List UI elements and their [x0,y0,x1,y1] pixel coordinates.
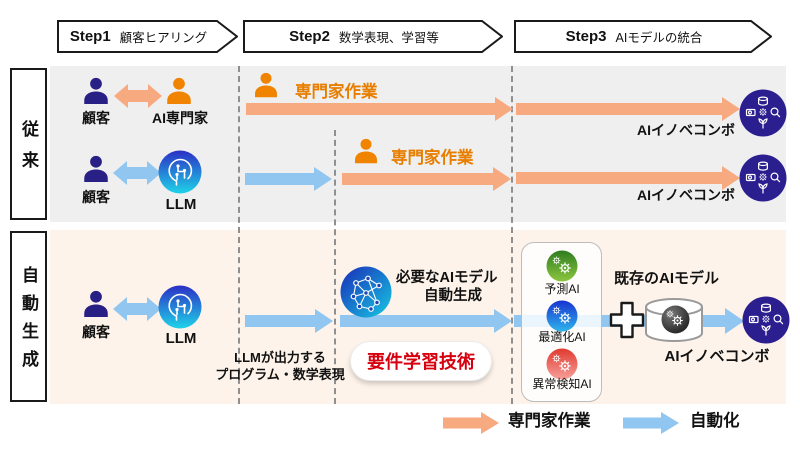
expert-work-arrow [516,166,740,190]
ai-expert-person-icon [164,77,194,107]
requirement-learning-label: 要件学習技術 [367,352,475,372]
automation-arrow [245,309,333,333]
chevron-shape [57,20,239,53]
ai-expert-label: AI専門家 [152,110,208,126]
ai-combo-icon [742,296,790,344]
step2-name: Step2 [289,28,330,45]
bidirectional-arrow-icon [113,161,161,185]
plus-icon [609,301,645,339]
ai-combo-icon [739,89,787,137]
customer-person-icon [81,290,111,320]
step2-chevron: Step2 数学表現、学習等 [243,20,504,53]
step3-name: Step3 [565,28,607,45]
step3-label: AIモデルの統合 [615,31,703,45]
auto-row-label: 自動生成 [10,231,47,402]
customer-label: 顧客 [82,324,110,340]
automation-arrow [245,167,332,191]
chevron-shape [514,20,773,53]
legend-expert-label: 専門家作業 [508,412,591,430]
prediction-ai-label: 予測AI [544,282,580,296]
conventional-section-bg [50,66,786,222]
customer-person-icon [81,77,111,107]
customer-person-icon [81,155,111,185]
llm-output-label-2: プログラム・数学表現 [215,367,345,382]
expert-person-icon [352,138,380,166]
step1-label: 顧客ヒアリング [119,31,208,45]
customer-label: 顧客 [82,110,110,126]
expert-work-label: 専門家作業 [391,149,474,167]
model-generation-label-1: 必要なAIモデル [396,270,498,286]
ai-combo-label: AIイノベコンボ [637,187,735,203]
automation-arrow [340,309,512,333]
conventional-row-label: 従来 [10,68,47,220]
step1-step2-divider [238,66,240,404]
llm-icon [158,285,202,329]
expert-work-arrow [342,167,511,191]
step3-chevron: Step3 AIモデルの統合 [514,20,773,53]
prediction-ai-icon [546,250,578,282]
expert-work-arrow [246,97,513,121]
expert-work-label: 専門家作業 [295,83,378,101]
legend-expert-arrow [443,412,499,434]
step1-chevron: Step1 顧客ヒアリング [57,20,239,53]
optimization-ai-icon [546,300,578,332]
mid-step2-divider [334,130,336,404]
llm-label: LLM [165,196,197,213]
anomaly-ai-icon [546,348,578,380]
expert-work-arrow [516,97,740,121]
step2-step3-divider [511,66,513,404]
legend-auto-arrow [623,412,679,434]
bidirectional-arrow-icon [113,297,161,321]
llm-icon [158,150,202,194]
model-generation-label-2: 自動生成 [424,288,482,304]
existing-models-label: 既存のAIモデル [614,270,720,287]
requirement-learning-badge: 要件学習技術 [350,341,492,381]
chevron-shape [243,20,504,53]
optimization-ai-label: 最適化AI [538,330,586,344]
existing-model-gear-icon [661,305,690,334]
ai-combo-label: AIイノベコンボ [664,348,770,365]
ai-combo-icon [739,154,787,202]
anomaly-ai-label: 異常検知AI [532,377,592,391]
ai-combo-label: AIイノベコンボ [637,122,735,138]
customer-label: 顧客 [82,189,110,205]
step2-label: 数学表現、学習等 [338,31,439,45]
legend-auto-label: 自動化 [690,412,740,430]
network-model-icon [340,266,392,318]
bidirectional-arrow-icon [114,84,162,108]
llm-label: LLM [165,330,197,347]
llm-output-label-1: LLMが出力する [234,350,326,365]
step1-name: Step1 [69,28,111,45]
